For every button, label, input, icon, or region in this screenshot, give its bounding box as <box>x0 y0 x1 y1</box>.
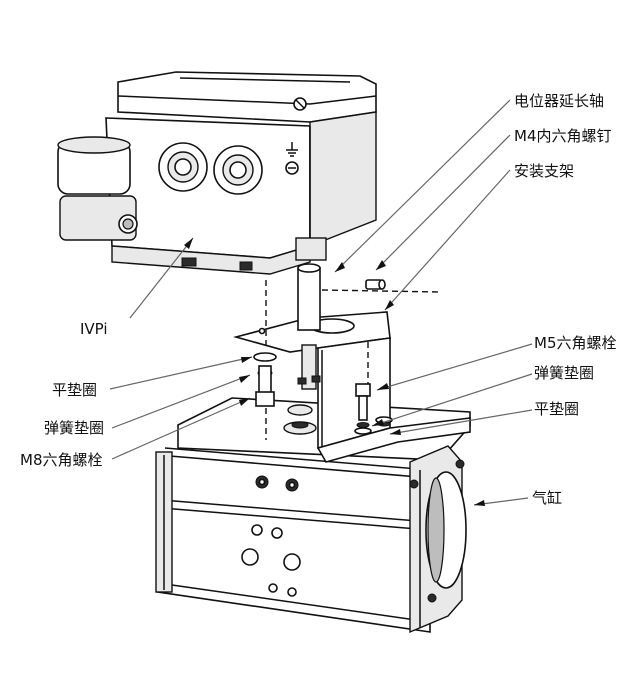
label-m5-bolt: M5六角螺栓 <box>534 334 617 352</box>
label-spring-washer-right: 弹簧垫圈 <box>534 364 594 382</box>
assembly-guides <box>265 280 441 440</box>
m5-bolt-assembly <box>354 383 393 435</box>
positioner-housing <box>105 117 311 259</box>
m5-bolt-shank <box>358 395 368 421</box>
m5-bolt-head <box>355 383 371 397</box>
front-port-left <box>241 548 259 566</box>
label-m8-bolt: M8六角螺栓 <box>20 451 103 469</box>
label-m4-screw: M4内六角螺钉 <box>514 127 612 145</box>
positioner-cover <box>117 71 377 123</box>
label-bracket: 安装支架 <box>514 162 574 180</box>
spring-washer-right <box>356 422 370 428</box>
label-flat-washer-right: 平垫圈 <box>534 400 579 418</box>
label-pot-shaft: 电位器延长轴 <box>514 92 604 110</box>
flat-washer-left <box>253 352 277 362</box>
positioner-side <box>309 111 377 248</box>
label-cylinder: 气缸 <box>532 489 562 507</box>
bracket-foot <box>316 417 471 463</box>
front-port-right <box>283 553 301 571</box>
label-flat-washer-left: 平垫圈 <box>52 381 97 399</box>
m8-bolt-shank <box>258 365 272 395</box>
m8-bolt-head <box>255 391 275 407</box>
flat-washer-right <box>354 427 372 435</box>
shaft-sleeve <box>297 267 321 331</box>
label-ivpi: IVPi <box>80 320 108 338</box>
mounting-bracket <box>232 311 471 463</box>
ivpi-positioner <box>57 71 377 275</box>
positioner-base <box>111 245 311 275</box>
m4-socket-screw <box>365 279 386 290</box>
pneumatic-actuator <box>155 397 471 634</box>
m8-bolt-assembly <box>253 352 277 407</box>
label-spring-washer-left: 弹簧垫圈 <box>44 419 104 437</box>
leader-lines <box>109 99 533 506</box>
pot-extension-shaft <box>287 263 321 416</box>
